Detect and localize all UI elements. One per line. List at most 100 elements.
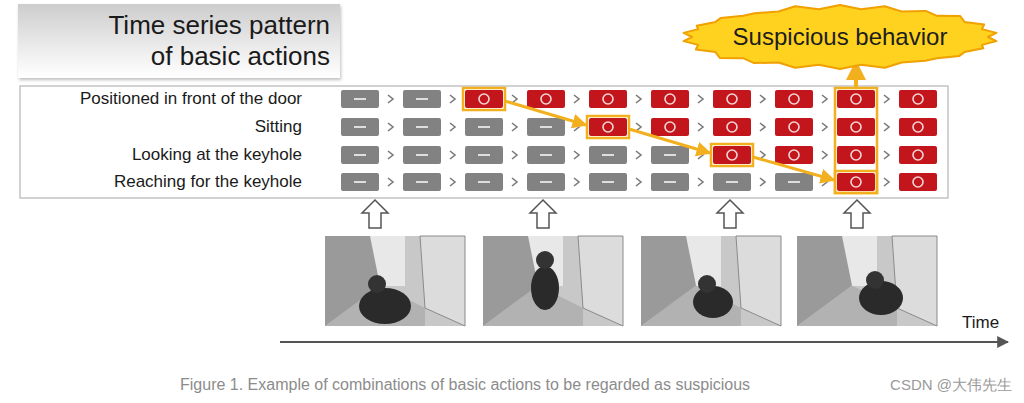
inactive-cell bbox=[465, 118, 503, 136]
chevron bbox=[884, 151, 889, 159]
inactive-cell bbox=[465, 173, 503, 191]
dash-mark bbox=[354, 154, 366, 156]
left-wall bbox=[483, 236, 538, 326]
chevron bbox=[450, 123, 455, 131]
chevron bbox=[698, 95, 703, 103]
dash-mark bbox=[726, 181, 738, 183]
row-label: Sitting bbox=[255, 116, 302, 138]
inactive-cell bbox=[527, 146, 565, 164]
chevron bbox=[388, 151, 393, 159]
highlight-box bbox=[711, 144, 753, 166]
active-cell bbox=[465, 90, 503, 108]
watermark: CSDN @大伟先生 bbox=[890, 375, 1012, 395]
chevron bbox=[822, 95, 827, 103]
chevron bbox=[760, 178, 765, 186]
circle-mark bbox=[727, 122, 737, 132]
dash-mark bbox=[664, 181, 676, 183]
dash-mark bbox=[540, 154, 552, 156]
inactive-cell bbox=[651, 173, 689, 191]
row-label: Reaching for the keyhole bbox=[114, 171, 302, 193]
title-panel: Time series pattern of basic actions bbox=[18, 4, 340, 78]
up-arrow bbox=[717, 200, 743, 228]
inactive-cell bbox=[589, 173, 627, 191]
chevron bbox=[884, 95, 889, 103]
active-cell bbox=[899, 146, 937, 164]
dash-mark bbox=[602, 154, 614, 156]
inactive-cell bbox=[465, 146, 503, 164]
chevron bbox=[512, 123, 517, 131]
dash-mark bbox=[416, 98, 428, 100]
inactive-cell bbox=[341, 90, 379, 108]
highlight-column bbox=[835, 88, 877, 193]
dash-mark bbox=[478, 126, 490, 128]
circle-mark bbox=[541, 94, 551, 104]
inactive-cell bbox=[651, 146, 689, 164]
active-cell bbox=[713, 118, 751, 136]
photo-frame bbox=[483, 236, 623, 326]
active-cell bbox=[589, 90, 627, 108]
dash-mark bbox=[788, 181, 800, 183]
highlight-box bbox=[463, 88, 505, 110]
inactive-cell bbox=[403, 118, 441, 136]
chevron bbox=[760, 123, 765, 131]
chevron bbox=[388, 123, 393, 131]
dash-mark bbox=[354, 181, 366, 183]
chevron bbox=[760, 95, 765, 103]
chevron bbox=[698, 178, 703, 186]
chevron bbox=[450, 95, 455, 103]
chevron bbox=[388, 178, 393, 186]
inactive-cell bbox=[775, 173, 813, 191]
chevron bbox=[512, 151, 517, 159]
dash-mark bbox=[354, 126, 366, 128]
active-cell bbox=[527, 90, 565, 108]
starburst-callout: Suspicious behavior bbox=[680, 4, 1000, 70]
highlight-box bbox=[587, 116, 629, 138]
person-head bbox=[866, 271, 884, 289]
chevron bbox=[574, 151, 579, 159]
circle-mark bbox=[727, 150, 737, 160]
title-text: Time series pattern of basic actions bbox=[30, 10, 330, 72]
circle-mark bbox=[479, 94, 489, 104]
active-cell bbox=[713, 146, 751, 164]
chevron bbox=[636, 95, 641, 103]
chevron bbox=[450, 151, 455, 159]
circle-mark bbox=[603, 122, 613, 132]
dash-mark bbox=[664, 154, 676, 156]
person-head bbox=[698, 275, 716, 293]
up-arrow bbox=[362, 200, 388, 228]
photo-frame bbox=[325, 236, 465, 326]
inactive-cell bbox=[341, 173, 379, 191]
grid-panel bbox=[20, 86, 948, 198]
dash-mark bbox=[540, 126, 552, 128]
circle-mark bbox=[727, 94, 737, 104]
figure-caption: Figure 1. Example of combinations of bas… bbox=[180, 374, 750, 395]
circle-mark bbox=[913, 177, 923, 187]
active-cell bbox=[775, 146, 813, 164]
active-cell bbox=[837, 118, 875, 136]
highlight-link bbox=[753, 157, 834, 180]
chevron bbox=[884, 178, 889, 186]
circle-mark bbox=[851, 150, 861, 160]
dash-mark bbox=[478, 154, 490, 156]
circle-mark bbox=[913, 122, 923, 132]
highlight-link bbox=[505, 101, 586, 125]
active-cell bbox=[713, 90, 751, 108]
photo-frame bbox=[797, 236, 937, 326]
circle-mark bbox=[913, 150, 923, 160]
circle-mark bbox=[789, 150, 799, 160]
active-cell bbox=[837, 146, 875, 164]
inactive-cell bbox=[403, 146, 441, 164]
chevron bbox=[512, 178, 517, 186]
circle-mark bbox=[603, 94, 613, 104]
left-wall bbox=[641, 236, 696, 326]
row-label: Positioned in front of the door bbox=[80, 88, 302, 110]
highlight-box bbox=[835, 171, 877, 193]
chevron bbox=[450, 178, 455, 186]
door bbox=[892, 236, 937, 326]
active-cell bbox=[775, 90, 813, 108]
chevron bbox=[574, 178, 579, 186]
chevron bbox=[698, 123, 703, 131]
door bbox=[578, 236, 623, 326]
dash-mark bbox=[540, 181, 552, 183]
axis-label: Time bbox=[962, 312, 999, 334]
